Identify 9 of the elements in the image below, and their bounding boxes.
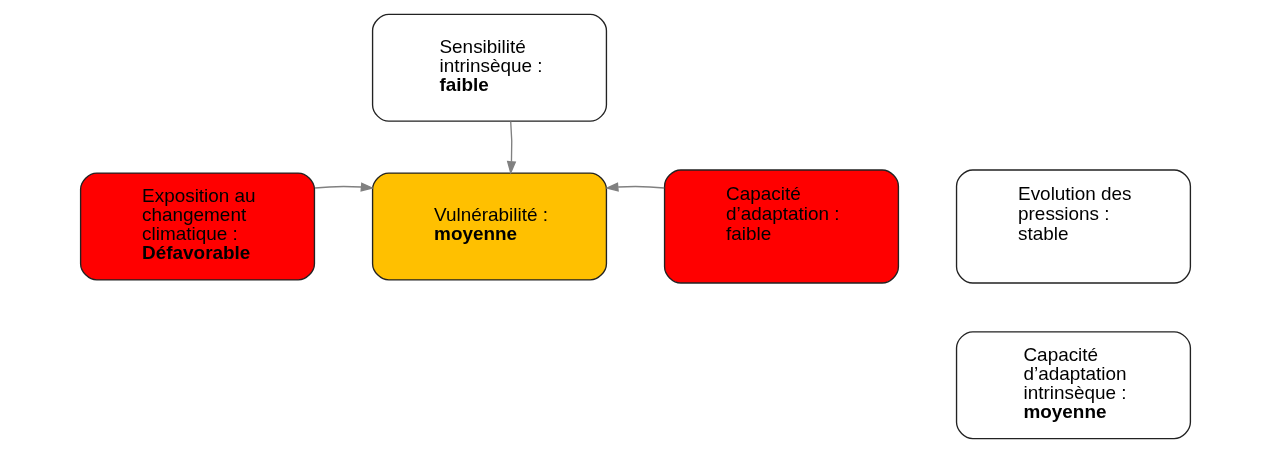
arrow bbox=[604, 181, 665, 192]
node-box: Capacité d’adaptation : faible bbox=[663, 168, 900, 284]
arrow bbox=[314, 181, 375, 192]
node-box: Capacité d’adaptation intrinsèque : moyenne bbox=[955, 330, 1192, 439]
node-box: Exposition au changement climatique : Défavorable bbox=[79, 171, 316, 281]
node-box: Vulnérabilité : moyenne bbox=[371, 171, 608, 281]
node-box: Sensibilité intrinsèque : faible bbox=[371, 13, 608, 122]
node-box: Evolution des pressions : stable bbox=[955, 168, 1192, 284]
arrow bbox=[506, 120, 517, 175]
